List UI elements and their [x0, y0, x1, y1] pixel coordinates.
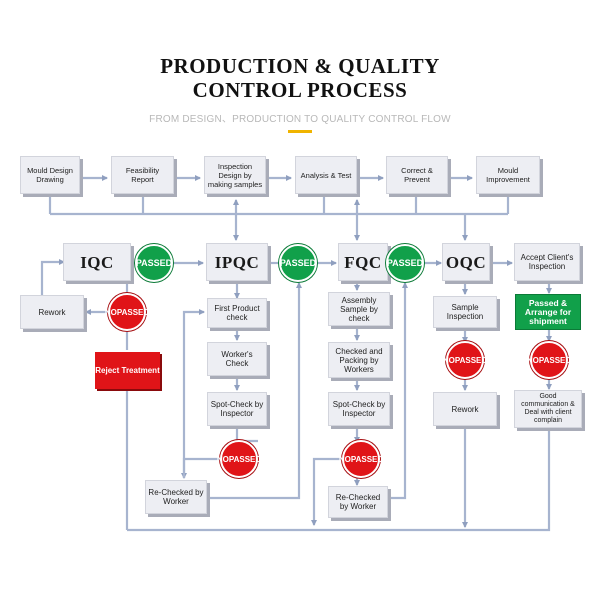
- iqc-rework-box: Rework: [20, 295, 84, 329]
- passed-badge-ipqc: PASSED: [279, 244, 317, 282]
- page-subtitle: FROM DESIGN、PRODUCTION TO QUALITY CONTRO…: [149, 114, 451, 125]
- oqc-rework-box: Rework: [433, 392, 497, 426]
- good-communication-box: Good communication & Deal with client co…: [514, 390, 582, 428]
- checked-packing-box: Checked and Packing by Workers: [328, 342, 390, 378]
- bottom-return-line: [127, 430, 551, 532]
- inspection-design-box: Inspection Design by making samples: [204, 156, 266, 194]
- workers-check-box: Worker's Check: [207, 342, 267, 376]
- ipqc-rechecked-box: Re-Checked by Worker: [145, 480, 207, 514]
- arrow-rework-iqc: [40, 259, 65, 297]
- stage-iqc: IQC: [63, 243, 131, 281]
- title-accent-bar: [288, 130, 312, 133]
- stage-ipqc: IPQC: [206, 243, 268, 281]
- accept-client-inspection-box: Accept Client's Inspection: [514, 243, 580, 281]
- first-product-check-box: First Product check: [207, 298, 267, 328]
- arrow-fqc-nopassed-left: [311, 457, 342, 526]
- stage-oqc: OQC: [442, 243, 490, 281]
- correct-prevent-box: Correct & Prevent: [386, 156, 448, 194]
- fqc-rechecked-box: Re-Checked by Worker: [328, 486, 388, 518]
- mould-improvement-box: Mould Improvement: [476, 156, 540, 194]
- reject-treatment-box: Reject Treatment: [95, 352, 160, 389]
- feasibility-report-box: Feasibility Report: [111, 156, 174, 194]
- passed-arrange-shipment-box: Passed & Arrange for shipment: [515, 294, 581, 330]
- passed-badge-iqc: PASSED: [135, 244, 173, 282]
- page-title-line-2: CONTROL PROCESS: [192, 78, 408, 102]
- ipqc-spot-check-box: Spot-Check by Inspector: [207, 392, 267, 426]
- analysis-test-box: Analysis & Test: [295, 156, 357, 194]
- mould-design-drawing-box: Mould Design Drawing: [20, 156, 80, 194]
- assembly-sample-box: Assembly Sample by check: [328, 292, 390, 326]
- sample-inspection-box: Sample Inspection: [433, 296, 497, 328]
- arrow-recheck-passed: [209, 282, 302, 500]
- passed-badge-fqc: PASSED: [386, 244, 424, 282]
- arrow-fqc-recheck-passed: [388, 282, 408, 500]
- stage-fqc: FQC: [338, 243, 388, 281]
- fqc-spot-check-box: Spot-Check by Inspector: [328, 392, 390, 426]
- page-title-line-1: PRODUCTION & QUALITY: [160, 54, 440, 78]
- arrow-recheck-firstproduct: [182, 309, 205, 478]
